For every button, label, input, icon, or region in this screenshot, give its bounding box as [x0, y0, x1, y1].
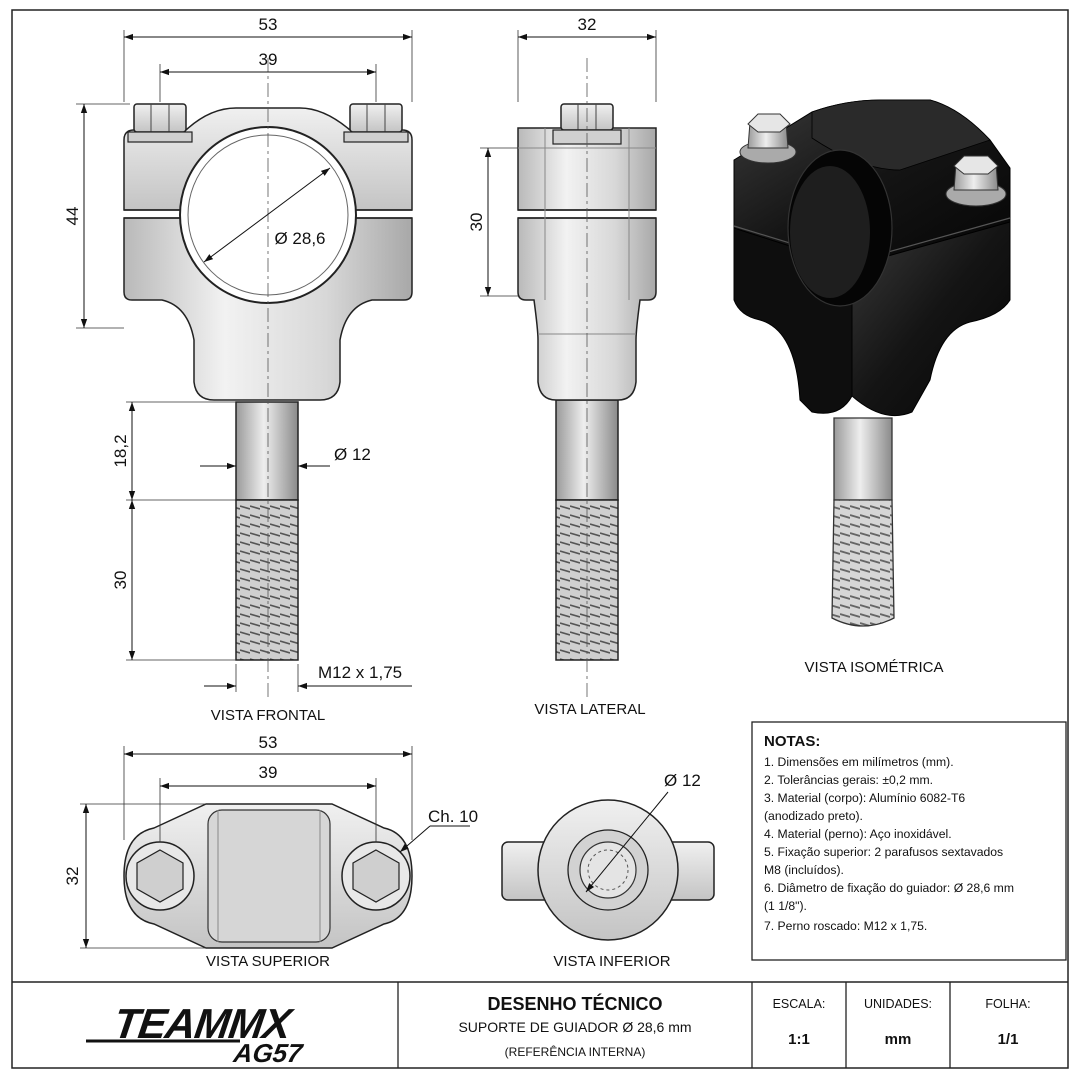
chamfer-label: Ch. 10 [428, 807, 478, 826]
iso-view-label: VISTA ISOMÉTRICA [805, 659, 944, 676]
logo-subtext: AG57 [231, 1038, 306, 1068]
front-view-label: VISTA FRONTAL [211, 707, 325, 724]
shank-length-label: 18,2 [111, 434, 130, 467]
front-stud-thread [235, 499, 299, 661]
thread-spec-label: M12 x 1,75 [318, 663, 402, 682]
note-line: M8 (incluídos). [764, 863, 844, 877]
team-mx-logo: TEAMMX AG57 [86, 1000, 306, 1068]
note-line: (anodizado preto). [764, 809, 863, 823]
front-bolt-spacing-label: 39 [259, 50, 278, 69]
notes-panel: NOTAS: 1. Dimensões em milímetros (mm). … [751, 721, 1067, 961]
top-depth-label: 32 [63, 867, 82, 886]
front-width-total-label: 53 [259, 15, 278, 34]
side-view-label: VISTA LATERAL [534, 701, 645, 718]
bottom-view-label: VISTA INFERIOR [553, 953, 670, 970]
side-width-label: 32 [578, 15, 597, 34]
notes-border [751, 721, 1067, 961]
drawing-title: DESENHO TÉCNICO [487, 993, 662, 1014]
note-line: 7. Perno roscado: M12 x 1,75. [764, 919, 927, 933]
iso-bolt-right [945, 155, 1007, 207]
note-line: 6. Diâmetro de fixação do guiador: Ø 28,… [764, 881, 1014, 895]
front-view: Ø 28,6 53 39 44 18,2 30 Ø 12 M12 x 1 [63, 15, 413, 724]
thread-length-label: 30 [111, 571, 130, 590]
drawing-reference: (REFERÊNCIA INTERNA) [505, 1044, 646, 1059]
side-height-label: 30 [467, 213, 486, 232]
top-bolt-spacing-label: 39 [259, 763, 278, 782]
notes-title: NOTAS: [764, 733, 820, 750]
note-line: 4. Material (perno): Aço inoxidável. [764, 827, 952, 841]
top-center-pad [207, 809, 331, 943]
iso-bolt-left [739, 113, 797, 164]
iso-stud-thread [831, 499, 895, 627]
note-line: (1 1/8"). [764, 899, 807, 913]
front-stud-shank [235, 401, 299, 501]
top-view: 53 39 32 Ch. 10 VISTA SUPERIOR [63, 733, 478, 970]
bottom-view: Ø 12 VISTA INFERIOR [501, 771, 715, 970]
note-line: 5. Fixação superior: 2 parafusos sextava… [764, 845, 1003, 859]
logo-text: TEAMMX [111, 1000, 297, 1047]
title-block: TEAMMX AG57 DESENHO TÉCNICO SUPORTE DE G… [12, 981, 1068, 1068]
top-view-label: VISTA SUPERIOR [206, 953, 330, 970]
front-bolt-right [349, 103, 403, 133]
sheet-label: FOLHA: [985, 997, 1030, 1011]
bottom-diameter-label: Ø 12 [664, 771, 701, 790]
sheet-value: 1/1 [998, 1031, 1019, 1048]
front-bolt-left [133, 103, 187, 133]
scale-label: ESCALA: [773, 997, 826, 1011]
top-width-total-label: 53 [259, 733, 278, 752]
drawing-subtitle: SUPORTE DE GUIADOR Ø 28,6 mm [458, 1019, 691, 1035]
sheet-border [11, 9, 1069, 1069]
note-line: 1. Dimensões em milímetros (mm). [764, 755, 954, 769]
front-height-label: 44 [63, 207, 82, 226]
note-line: 2. Tolerâncias gerais: ±0,2 mm. [764, 773, 933, 787]
note-line: 3. Material (corpo): Alumínio 6082-T6 [764, 791, 965, 805]
iso-body-lower-right [851, 219, 1011, 417]
side-view: 32 30 VISTA LATERAL [467, 15, 657, 718]
scale-value: 1:1 [788, 1031, 810, 1048]
shank-diameter-label: Ø 12 [334, 445, 371, 464]
units-label: UNIDADES: [864, 997, 932, 1011]
units-value: mm [885, 1031, 912, 1048]
isometric-view: VISTA ISOMÉTRICA [733, 99, 1011, 676]
front-clamp-diameter-label: Ø 28,6 [274, 229, 325, 248]
